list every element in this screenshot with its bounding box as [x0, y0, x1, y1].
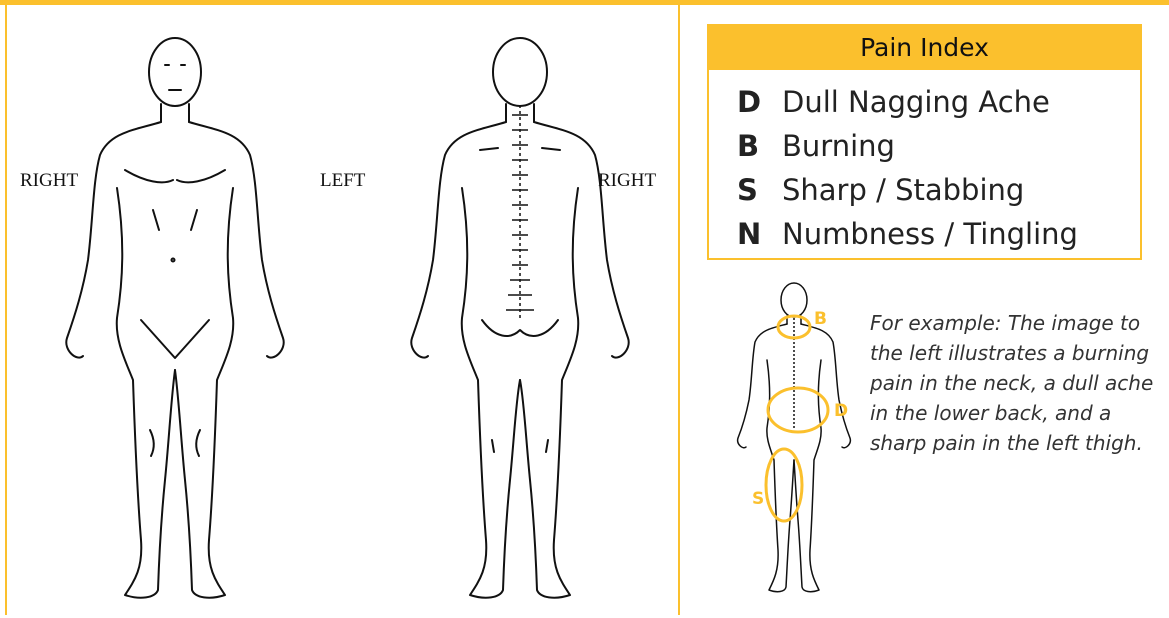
- thigh-marker: [766, 449, 802, 521]
- pain-label: Burning: [782, 129, 895, 163]
- left-border: [5, 5, 7, 615]
- pain-index-title: Pain Index: [709, 26, 1140, 70]
- pain-code: N: [737, 212, 782, 256]
- pain-code: S: [737, 168, 782, 212]
- lower-back-marker-letter: D: [834, 401, 848, 421]
- example-description: For example: The image to the left illus…: [870, 308, 1160, 458]
- front-body-figure: [55, 20, 295, 610]
- pain-code: B: [737, 124, 782, 168]
- neck-marker-letter: B: [814, 309, 827, 329]
- front-left-label: LEFT: [320, 170, 365, 192]
- pain-label: Dull Nagging Ache: [782, 85, 1050, 119]
- back-body-figure: [400, 20, 640, 610]
- column-divider: [678, 5, 680, 615]
- example-body-figure: B D S: [722, 280, 867, 610]
- thigh-marker-letter: S: [752, 489, 764, 509]
- pain-label: Sharp / Stabbing: [782, 173, 1024, 207]
- pain-code: D: [737, 80, 782, 124]
- top-border: [0, 0, 1169, 5]
- pain-label: Numbness / Tingling: [782, 217, 1078, 251]
